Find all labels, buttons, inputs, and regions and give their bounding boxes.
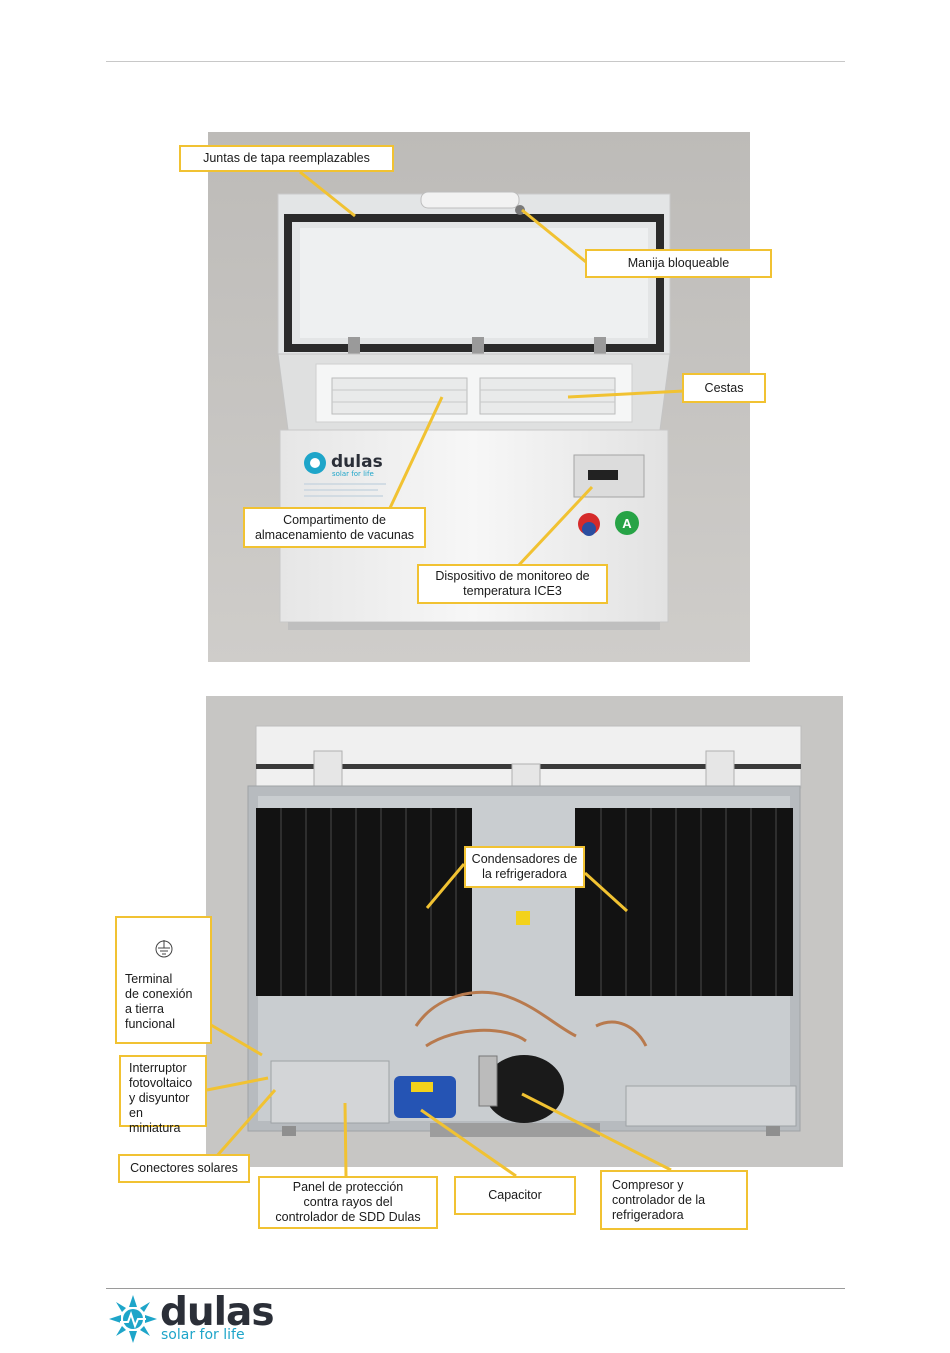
- dulas-footer-logo: dulas solar for life: [108, 1290, 275, 1344]
- footer-brand-name: dulas: [160, 1290, 275, 1335]
- freezer-front-photo: dulas solar for life A: [208, 132, 750, 662]
- svg-text:solar for life: solar for life: [332, 470, 374, 478]
- ground-symbol-icon: [155, 940, 173, 958]
- header-rule: [106, 61, 845, 62]
- callout-pv-breaker: Interruptor fotovoltaico y disyuntor en …: [119, 1055, 207, 1135]
- callout-condensers: Condensadores de la refrigeradora: [464, 846, 585, 888]
- callout-vaccine-storage: Compartimento de almacenamiento de vacun…: [243, 507, 426, 548]
- svg-text:dulas: dulas: [331, 452, 383, 472]
- freezer-back-photo: [206, 696, 843, 1167]
- footer-rule: [106, 1288, 845, 1289]
- callout-solar-connectors: Conectores solares: [118, 1154, 250, 1183]
- dulas-sun-logo-icon: [109, 1295, 157, 1343]
- callout-capacitor: Capacitor: [454, 1176, 576, 1215]
- callout-baskets: Cestas: [682, 373, 766, 403]
- panel-badge-a: A: [622, 516, 632, 531]
- callout-ground-terminal: Terminal de conexión a tierra funcional: [115, 916, 212, 1044]
- callout-compressor: Compresor y controlador de la refrigerad…: [600, 1170, 748, 1230]
- callout-ice3-monitor: Dispositivo de monitoreo de temperatura …: [417, 564, 608, 604]
- callout-surge-panel: Panel de protección contra rayos del con…: [258, 1176, 438, 1229]
- footer-brand-tagline: solar for life: [161, 1327, 245, 1343]
- callout-lockable-handle: Manija bloqueable: [585, 249, 772, 278]
- callout-lid-seals: Juntas de tapa reemplazables: [179, 145, 394, 172]
- ground-terminal-text: Terminal de conexión a tierra funcional: [125, 972, 193, 1031]
